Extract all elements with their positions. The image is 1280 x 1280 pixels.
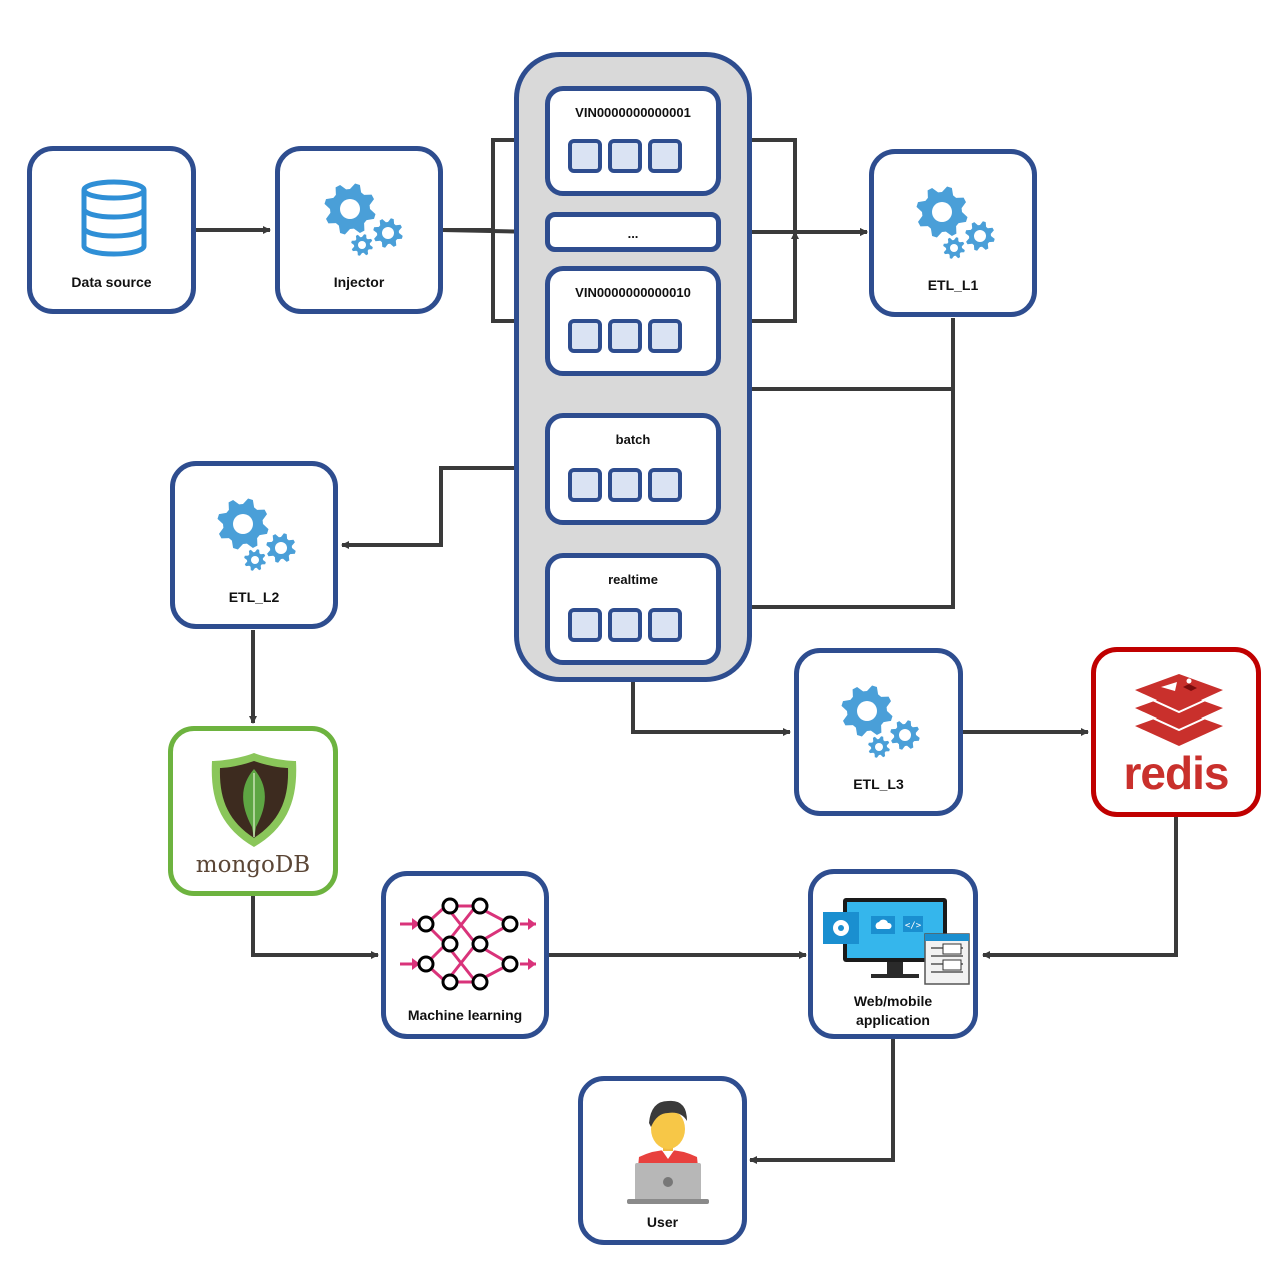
web-app-label-line2: application [856, 1012, 930, 1028]
etl-l2-label: ETL_L2 [228, 589, 280, 605]
partition-cells [568, 468, 682, 502]
partition-cell [568, 468, 602, 502]
partition-cell [608, 468, 642, 502]
redis-logo [1134, 674, 1224, 746]
machine-learning-node[interactable]: Machine learning [381, 871, 549, 1039]
gears-icon [217, 498, 296, 571]
machine-learning-label: Machine learning [407, 1007, 523, 1023]
topic-vin1-label: VIN0000000000001 [575, 105, 691, 120]
gears-icon [916, 186, 995, 259]
etl-l1-label: ETL_L1 [927, 277, 979, 293]
partition-cell [568, 319, 602, 353]
mongodb-node[interactable]: mongoDB [168, 726, 338, 896]
topic-vin10-label: VIN0000000000010 [575, 285, 691, 300]
edge-redis-webapp [982, 815, 1178, 959]
etl-l2-node[interactable]: ETL_L2 [170, 461, 338, 629]
topic-vin1[interactable]: VIN0000000000001 [545, 86, 721, 196]
gears-icon [841, 685, 920, 758]
neural-network-icon [400, 897, 536, 991]
etl-l3-node[interactable]: ETL_L3 [794, 648, 963, 816]
partition-cells [568, 608, 682, 642]
edge-etl1-realtime [725, 389, 955, 611]
data-source-node[interactable]: Data source [27, 146, 196, 314]
data-source-label: Data source [71, 274, 152, 290]
topic-batch[interactable]: batch [545, 413, 721, 525]
partition-cell [608, 319, 642, 353]
partition-cell [648, 319, 682, 353]
partition-cell [648, 139, 682, 173]
user-laptop-icon [627, 1100, 709, 1204]
partition-cell [568, 139, 602, 173]
edge-realtime-etl3 [631, 662, 791, 736]
redis-node[interactable]: redis [1091, 647, 1261, 817]
user-label: User [646, 1214, 679, 1230]
topic-realtime-label: realtime [608, 572, 658, 587]
edge-webapp-user [749, 1038, 895, 1164]
partition-cell [608, 139, 642, 173]
partition-cells [568, 139, 682, 173]
partition-cell [648, 468, 682, 502]
edge-batch-etl2 [341, 466, 545, 549]
partition-cell [648, 608, 682, 642]
mongodb-logo-text: mongoDB [195, 852, 311, 878]
redis-logo-text: redis [1123, 747, 1230, 799]
partition-cells [568, 319, 682, 353]
topic-realtime[interactable]: realtime [545, 553, 721, 665]
topic-ellipsis[interactable]: ... [545, 212, 721, 252]
etl-l3-label: ETL_L3 [853, 776, 904, 792]
gears-icon [324, 183, 403, 256]
svg-text:</>: </> [905, 921, 922, 931]
topic-ellipsis-label: ... [627, 226, 639, 241]
edge-mongo-ml [251, 895, 379, 959]
topic-batch-label: batch [615, 432, 651, 447]
web-app-label-line1: Web/mobile [853, 993, 933, 1009]
etl-l1-node[interactable]: ETL_L1 [869, 149, 1037, 317]
web-app-icon: </> [823, 898, 970, 985]
partition-cell [608, 608, 642, 642]
injector-node[interactable]: Injector [275, 146, 443, 314]
user-node[interactable]: User [578, 1076, 747, 1245]
injector-label: Injector [333, 274, 385, 290]
web-app-node[interactable]: </> Web/mobile application [808, 869, 978, 1039]
topic-vin10[interactable]: VIN0000000000010 [545, 266, 721, 376]
mongodb-logo [211, 753, 297, 847]
database-icon [81, 179, 147, 257]
partition-cell [568, 608, 602, 642]
